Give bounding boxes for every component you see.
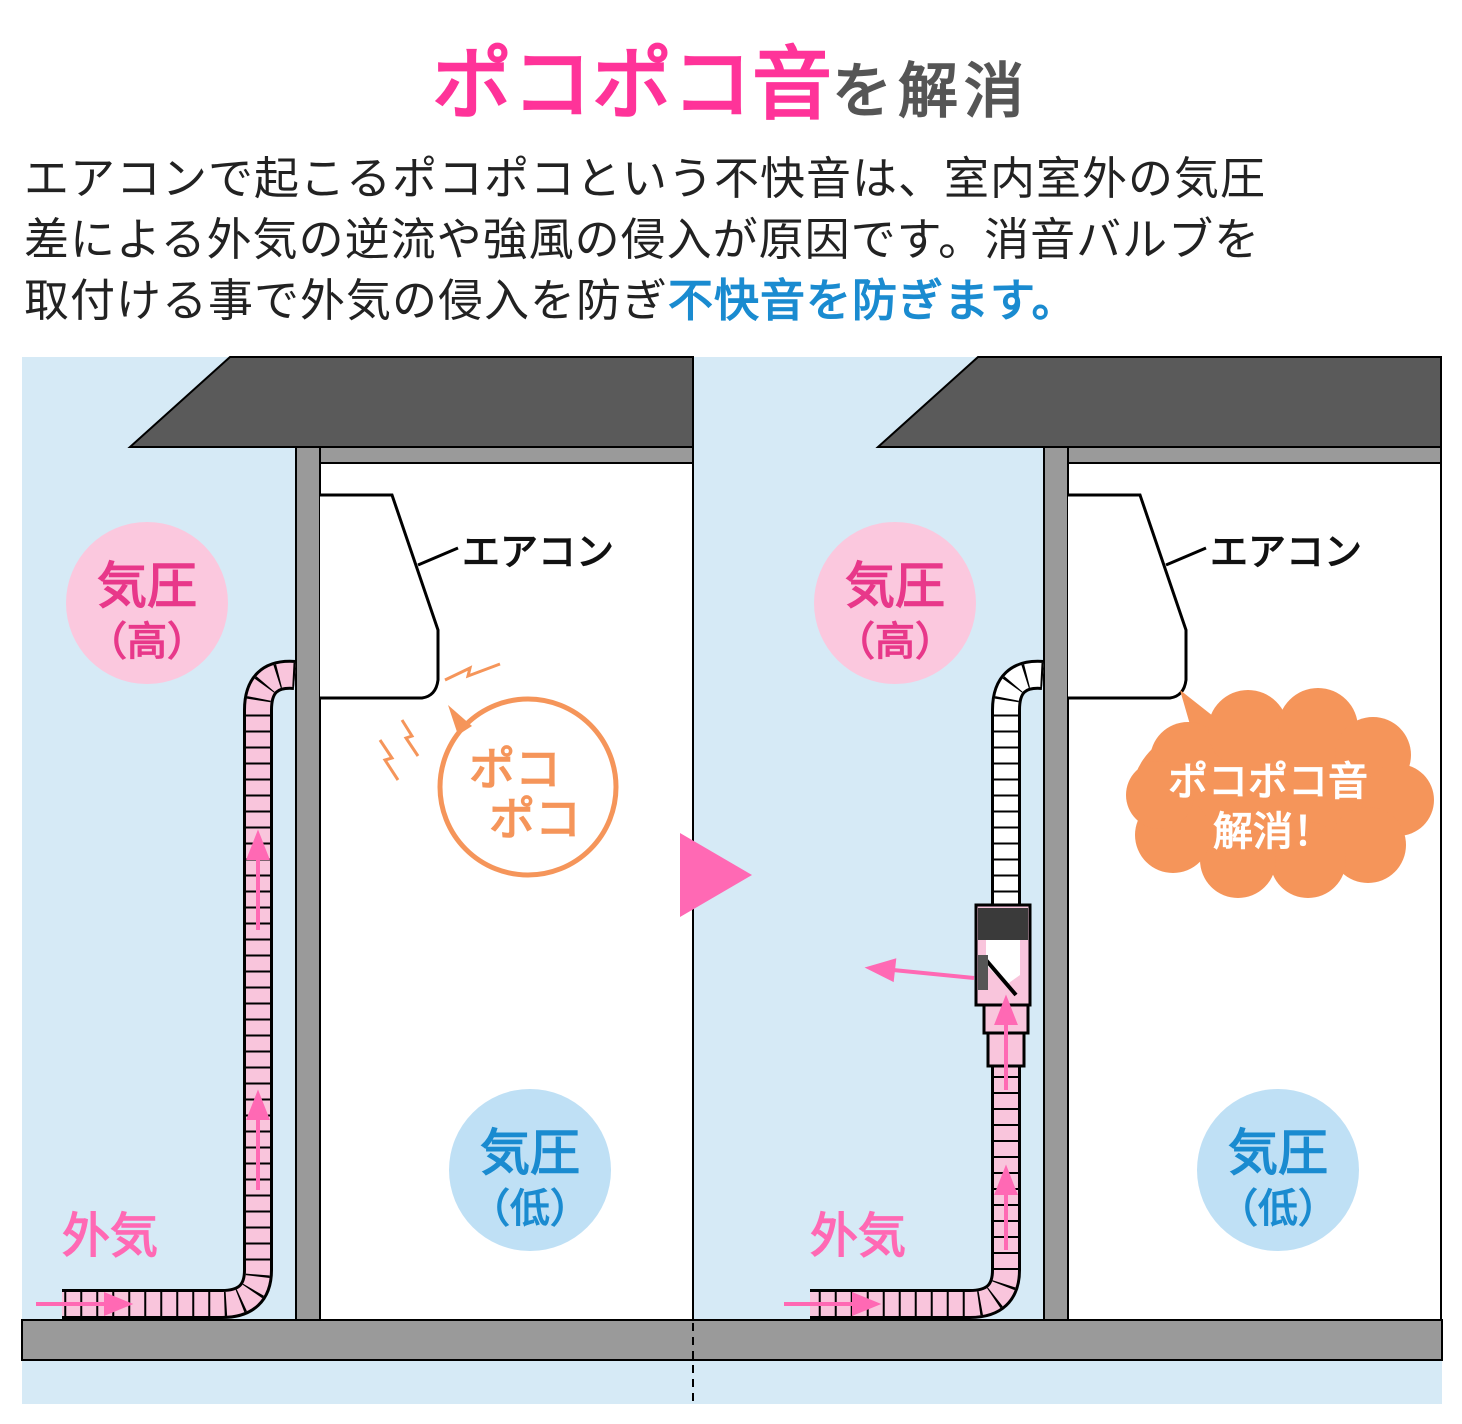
low-pressure-badge	[449, 1089, 611, 1251]
description-line: エアコンで起こるポコポコという不快音は、室内室外の気圧	[24, 152, 1267, 205]
outside-air-label: 外気	[810, 1208, 906, 1264]
high-pressure-badge	[814, 522, 976, 684]
low-pressure-label: 気圧	[1228, 1124, 1328, 1182]
page-title: ポコポコ音を解消	[0, 20, 1462, 136]
high-pressure-sub: （高）	[87, 619, 207, 665]
low-pressure-label: 気圧	[480, 1124, 580, 1182]
noise-bubble	[437, 696, 619, 878]
aircon-label: エアコン	[462, 530, 614, 574]
noise-spark-icon	[378, 662, 501, 781]
resolved-text: ポコポコ音	[1168, 759, 1368, 805]
low-pressure-badge	[1197, 1089, 1359, 1251]
after-scene: 気圧 （高） 気圧 （低） エアコン 外気 ポコポコ音 解消！	[784, 355, 1443, 1322]
resolved-cloud	[1126, 688, 1434, 898]
title-rest: を解消	[832, 57, 1030, 127]
drain-hose	[62, 659, 297, 1319]
drain-hose	[810, 659, 1045, 1319]
noise-text: ポコ	[489, 792, 581, 846]
description-line: 取付ける事で外気の侵入を防ぎ不快音を防ぎます。	[24, 270, 1444, 331]
high-pressure-label: 気圧	[845, 557, 945, 615]
description-line: 差による外気の逆流や強風の侵入が原因です。消音バルブを	[24, 213, 1261, 266]
high-pressure-badge	[66, 522, 228, 684]
description-text: 取付ける事で外気の侵入を防ぎ	[24, 274, 669, 327]
high-pressure-label: 気圧	[97, 557, 197, 615]
resolved-text: 解消！	[1213, 809, 1333, 855]
low-pressure-sub: （低）	[470, 1186, 590, 1232]
airflow-arrows	[36, 829, 270, 1316]
arrow-right-icon	[680, 833, 752, 917]
floor	[21, 1319, 1443, 1361]
airflow-arrows	[784, 958, 1018, 1316]
aircon-label: エアコン	[1210, 530, 1362, 574]
outside-air-label: 外気	[62, 1208, 158, 1264]
high-pressure-sub: （高）	[835, 619, 955, 665]
noise-bubble-tail	[448, 705, 472, 735]
description-emphasis: 不快音を防ぎます。	[668, 274, 1078, 327]
title-highlight: ポコポコ音	[432, 38, 832, 131]
description: エアコンで起こるポコポコという不快音は、室内室外の気圧 差による外気の逆流や強風…	[24, 148, 1444, 331]
before-scene: 気圧 （高） 気圧 （低） エアコン 外気 ポコ ポコ	[36, 355, 695, 1322]
low-pressure-sub: （低）	[1218, 1186, 1338, 1232]
noise-text: ポコ	[469, 742, 561, 796]
